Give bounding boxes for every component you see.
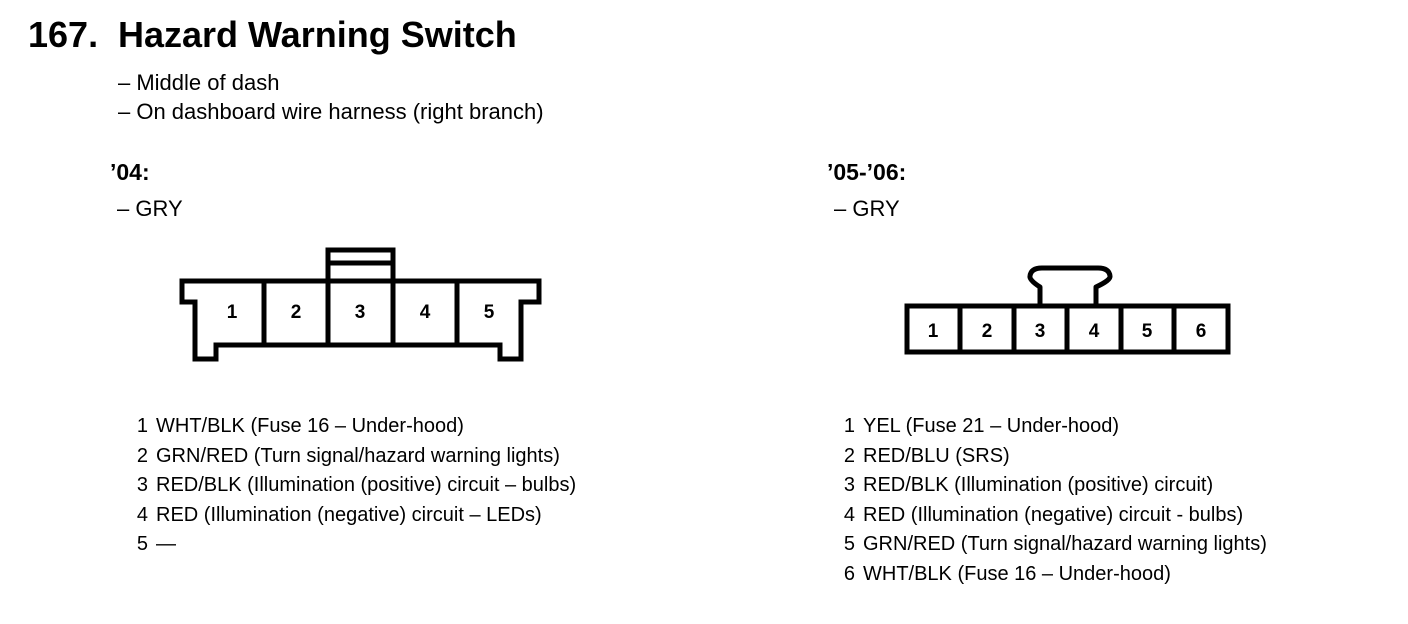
pin-number: 5 (843, 533, 855, 556)
pin-description: GRN/RED (Turn signal/hazard warning ligh… (156, 444, 560, 467)
list-item: 2 RED/BLU (SRS) (833, 442, 1267, 472)
pin-description: WHT/BLK (Fuse 16 – Under-hood) (156, 415, 464, 437)
list-item: 4 RED (Illumination (negative) circuit - … (833, 501, 1267, 531)
pin-number: 5 (136, 533, 148, 556)
pin-label: 3 (355, 302, 366, 323)
pin-description: RED/BLU (SRS) (863, 444, 1010, 467)
pin-number: 3 (843, 474, 855, 497)
list-item: 1 WHT/BLK (Fuse 16 – Under-hood) (126, 412, 576, 442)
connector-05-06-pin-labels: 1 2 3 4 5 6 (928, 321, 1207, 342)
connector-04-pin-labels: 1 2 3 4 5 (227, 302, 495, 323)
pin-label: 2 (982, 321, 993, 342)
pin-number: 2 (843, 444, 855, 467)
pin-label: 4 (1089, 321, 1100, 342)
pin-description: GRN/RED (Turn signal/hazard warning ligh… (863, 533, 1267, 556)
pin-number: 1 (843, 415, 855, 437)
pin-description: RED/BLK (Illumination (positive) circuit… (863, 474, 1214, 497)
pin-number: 3 (136, 474, 148, 497)
list-item: 2 GRN/RED (Turn signal/hazard warning lig… (126, 442, 576, 472)
pin-description: RED/BLK (Illumination (positive) circuit… (156, 474, 577, 497)
section-number: 167. (28, 14, 99, 55)
location-line-1: – Middle of dash (118, 70, 280, 95)
pin-description: — (156, 533, 176, 556)
list-item: 4 RED (Illumination (negative) circuit – … (126, 501, 576, 531)
pin-label: 2 (291, 302, 302, 323)
pin-description: YEL (Fuse 21 – Under-hood) (863, 415, 1120, 437)
list-item: 5— (126, 530, 576, 560)
pin-number: 2 (136, 444, 148, 467)
page-title: 167. Hazard Warning Switch (28, 14, 517, 56)
connector-04-header: ’04: (110, 159, 150, 185)
list-item: 6 WHT/BLK (Fuse 16 – Under-hood) (833, 560, 1267, 590)
connector-05-06-color: – GRY (834, 196, 900, 221)
list-item: 5 GRN/RED (Turn signal/hazard warning lig… (833, 530, 1267, 560)
connector-05-06-face (904, 265, 1231, 355)
pin-label: 4 (420, 302, 431, 323)
pin-label: 3 (1035, 321, 1046, 342)
pin-label: 5 (1142, 321, 1153, 342)
pin-description: RED (Illumination (negative) circuit - b… (863, 503, 1244, 526)
connector-04-color: – GRY (117, 196, 183, 221)
pin-number: 4 (136, 503, 148, 526)
list-item: 1 YEL (Fuse 21 – Under-hood) (833, 412, 1267, 442)
pin-description: RED (Illumination (negative) circuit – L… (156, 503, 542, 526)
pin-label: 5 (484, 302, 495, 323)
connector-04-pin-list: 1 WHT/BLK (Fuse 16 – Under-hood) 2 GRN/RED… (126, 412, 576, 560)
pin-number: 1 (136, 415, 148, 437)
pin-label: 1 (928, 321, 939, 342)
list-item: 3 RED/BLK (Illumination (positive) circui… (126, 471, 576, 501)
section-title: Hazard Warning Switch (118, 14, 517, 55)
connector-05-06-pin-list: 1 YEL (Fuse 21 – Under-hood) 2 RED/BLU (SR… (833, 412, 1267, 590)
pin-label: 1 (227, 302, 238, 323)
connector-04-face (179, 247, 542, 362)
connector-05-06-header: ’05-’06: (827, 159, 907, 185)
pin-description: WHT/BLK (Fuse 16 – Under-hood) (863, 562, 1171, 585)
location-line-2: – On dashboard wire harness (right branc… (118, 99, 544, 124)
pin-label: 6 (1196, 321, 1207, 342)
list-item: 3 RED/BLK (Illumination (positive) circui… (833, 471, 1267, 501)
pin-number: 4 (843, 503, 855, 526)
pin-number: 6 (843, 562, 855, 585)
